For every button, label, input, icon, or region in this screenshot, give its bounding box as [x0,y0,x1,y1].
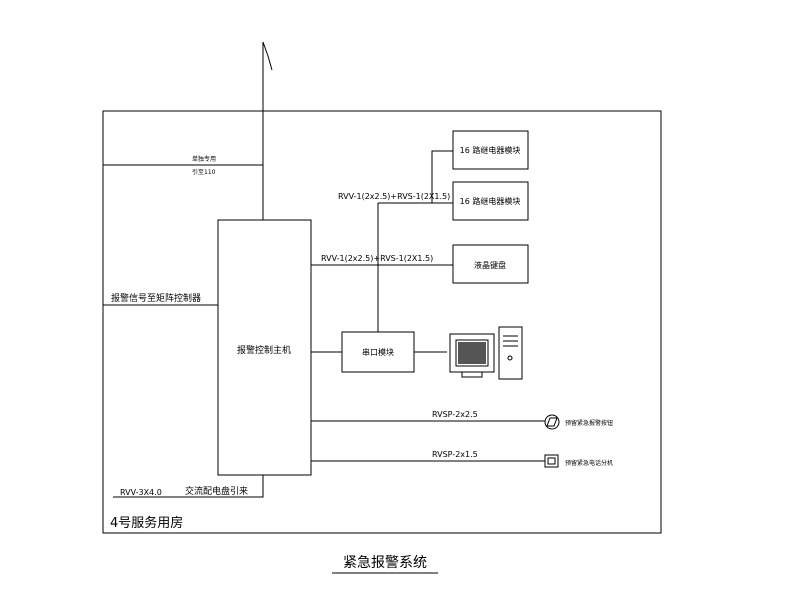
relay-module-1-box [452,130,529,170]
room-label: 4号服务用房 [110,515,183,531]
alarm-phone-label: 预留紧急电话分机 [565,459,613,467]
computer-icon [449,326,523,380]
keyboard-cable-label: RVV-1(2x2.5)+RVS-1(2X1.5) [321,254,433,263]
alarm-button-icon [544,414,560,430]
telephone-icon [544,454,559,468]
power-line [113,475,264,498]
room-outline [102,110,662,534]
line-top-label-2: 引至110 [192,168,216,176]
antenna-tip [262,41,273,71]
power-cable-label: RVV-3X4.0 [120,488,162,497]
alarm-signal-label: 报警信号至矩阵控制器 [111,292,201,304]
line-top-label-1: 单独专用 [192,155,216,163]
lcd-keyboard-label: 液晶键盘 [474,260,506,270]
alarm-button-label: 预留紧急报警按钮 [565,419,613,427]
relay-module-2-box [452,181,529,221]
relay-module-2-label: 16 路继电器模块 [460,196,521,206]
main-host-box [217,219,312,476]
lcd-keyboard-box [452,244,529,284]
relay-module-1-label: 16 路继电器模块 [460,145,521,155]
diagram-title: 紧急报警系统 [343,555,427,571]
button-cable-label: RVSP-2x2.5 [432,410,478,419]
relay-cable-label: RVV-1(2x2.5)+RVS-1(2X1.5) [338,192,450,201]
ac-power-label: 交流配电盘引来 [185,485,248,497]
main-host-label: 报警控制主机 [237,344,291,356]
serial-module-label: 串口模块 [362,347,394,357]
relay1-link [431,150,453,203]
phone-cable-label: RVSP-2x1.5 [432,450,478,459]
